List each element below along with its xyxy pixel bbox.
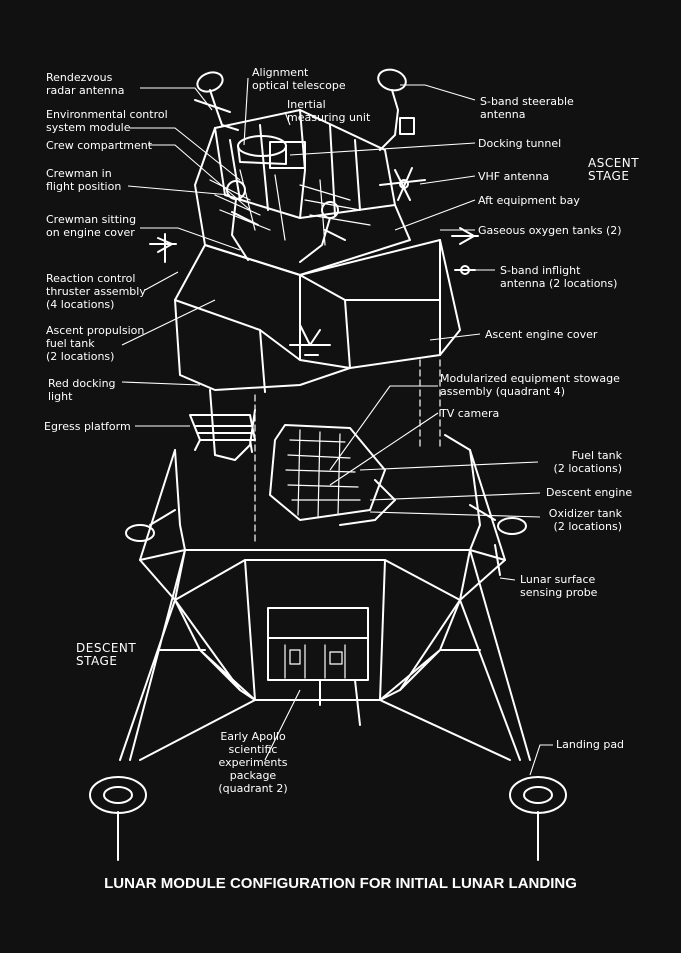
vhf-antenna: [379, 167, 426, 201]
label-vhf-antenna: VHF antenna: [478, 170, 550, 183]
label-fuel-tank: Fuel tank(2 locations): [553, 449, 622, 475]
descent-stage-structure: [119, 424, 531, 761]
label-descent-engine: Descent engine: [546, 486, 633, 499]
label-crew-compartment: Crew compartment: [46, 139, 153, 152]
stage-separation-lines: [254, 359, 441, 546]
leader-lines: [121, 77, 553, 776]
ascent-stage-structure: [174, 109, 461, 461]
label-docking-tunnel: Docking tunnel: [478, 137, 562, 150]
s-band-steerable-antenna: [377, 68, 415, 151]
landing-pads: [89, 517, 567, 861]
label-oxidizer-tank: Oxidizer tank(2 locations): [548, 507, 622, 533]
diagram-title: LUNAR MODULE CONFIGURATION FOR INITIAL L…: [104, 875, 577, 892]
label-landing-pad: Landing pad: [556, 738, 625, 751]
label-ascent-engine-cover: Ascent engine cover: [485, 328, 598, 341]
rendezvous-radar-antenna: [194, 71, 239, 131]
label-egress-platform: Egress platform: [44, 420, 131, 433]
reaction-control-thrusters: [149, 227, 479, 356]
label-aft-equipment-bay: Aft equipment bay: [478, 194, 580, 207]
label-gaseous-oxygen-tanks: Gaseous oxygen tanks (2): [478, 224, 622, 237]
label-tv-camera: TV camera: [440, 407, 500, 420]
